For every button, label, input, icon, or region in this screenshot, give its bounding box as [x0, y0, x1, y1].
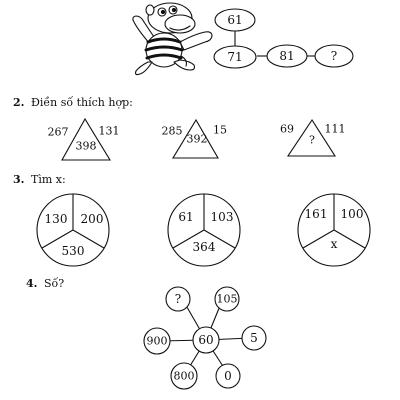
- circle-top-left-value: 61: [178, 210, 193, 224]
- triangle-center-value: 392: [187, 133, 208, 146]
- triangle-3: 69 111 ?: [280, 118, 346, 157]
- star-node-bottom-right: 0: [215, 363, 241, 389]
- triangle-left-value: 267: [48, 126, 69, 139]
- star-node-top-right: 105: [214, 286, 240, 312]
- star-center-value: 60: [198, 333, 213, 347]
- triangle-right-value: 111: [325, 123, 346, 136]
- circle-3: 161 100 x: [297, 193, 371, 267]
- triangle-left-value: 285: [162, 125, 183, 138]
- star-node-bottom-left: 800: [170, 362, 198, 390]
- triangle-answer-value[interactable]: ?: [309, 134, 315, 147]
- question-3-heading: 3. Tìm x:: [13, 173, 66, 186]
- chain-value: 61: [227, 13, 242, 27]
- question-number: 2.: [13, 96, 24, 109]
- circle-top-right-value: 100: [341, 207, 364, 221]
- question-title: Điền số thích hợp:: [31, 96, 133, 109]
- star-answer-value: ?: [175, 292, 181, 306]
- star-node-top-left[interactable]: ?: [165, 286, 191, 312]
- chain-oval-2: 71: [213, 45, 257, 69]
- triangle-1: 267 131 398: [48, 117, 120, 161]
- circle-bottom-value: 530: [62, 244, 85, 258]
- triangle-center-value: 398: [76, 140, 97, 153]
- number-chain: 61 71 81 ?: [213, 8, 354, 69]
- question-number: 4.: [26, 277, 37, 290]
- star-node-value: 800: [174, 370, 195, 383]
- chain-oval-1: 61: [214, 8, 256, 32]
- star-center-circle: 60: [192, 326, 220, 354]
- star-node-value: 900: [147, 335, 168, 348]
- chain-value: 71: [227, 50, 242, 64]
- chain-value: ?: [331, 49, 337, 63]
- circle-bottom-value: 364: [193, 240, 216, 254]
- star-node-value: 105: [217, 293, 238, 306]
- circle-1: 130 200 530: [36, 193, 110, 267]
- star-node-value: 0: [224, 369, 232, 383]
- star-node-right: 5: [241, 325, 267, 351]
- circle-top-right-value: 200: [81, 212, 104, 226]
- triangle-right-value: 131: [99, 125, 120, 138]
- hippo-mascot-illustration: [132, 2, 213, 76]
- question-2-heading: 2. Điền số thích hợp:: [13, 96, 133, 109]
- circle-top-right-value: 103: [211, 210, 234, 224]
- circle-answer-value[interactable]: x: [331, 237, 338, 251]
- star-node-left: 900: [143, 327, 171, 355]
- circle-2: 61 103 364: [167, 193, 241, 267]
- question-title: Tìm x:: [31, 173, 66, 186]
- circle-top-left-value: 130: [45, 212, 68, 226]
- chain-oval-3: 81: [266, 44, 308, 68]
- number-star: 60 ? 105 5 0 800 900: [143, 286, 267, 390]
- triangle-left-value: 69: [280, 123, 294, 136]
- chain-value: 81: [279, 49, 294, 63]
- chain-oval-answer[interactable]: ?: [314, 44, 354, 68]
- triangle-right-value: 15: [213, 124, 227, 137]
- question-title: Số?: [44, 277, 64, 290]
- question-4-heading: 4. Số?: [26, 277, 64, 290]
- star-node-value: 5: [250, 331, 258, 345]
- circle-top-left-value: 161: [305, 207, 328, 221]
- question-number: 3.: [13, 173, 24, 186]
- triangle-2: 285 15 392: [162, 118, 227, 159]
